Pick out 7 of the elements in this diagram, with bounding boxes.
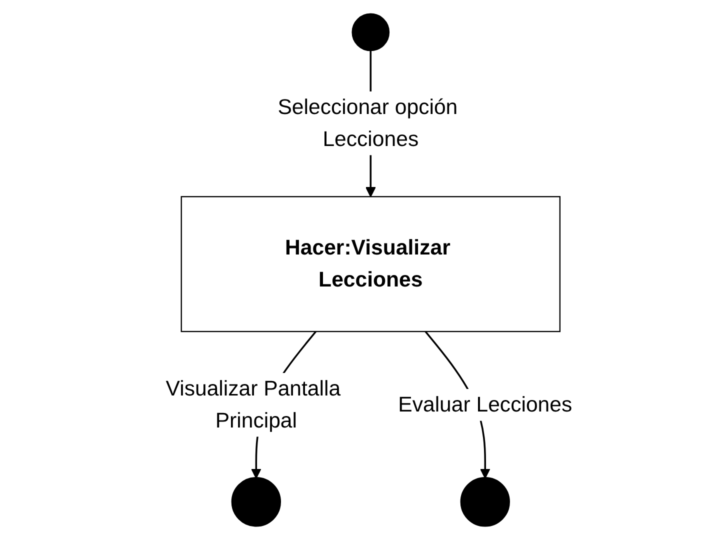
edge-label: Evaluar Lecciones xyxy=(398,392,572,416)
node-circle xyxy=(230,477,280,527)
node-box: Hacer:Visualizar Lecciones xyxy=(180,196,560,332)
edge-label: Visualizar Pantalla Principal xyxy=(165,376,340,432)
node-circle xyxy=(460,477,510,527)
edge-label: Seleccionar opción Lecciones xyxy=(277,94,458,151)
node-circle xyxy=(351,13,390,52)
